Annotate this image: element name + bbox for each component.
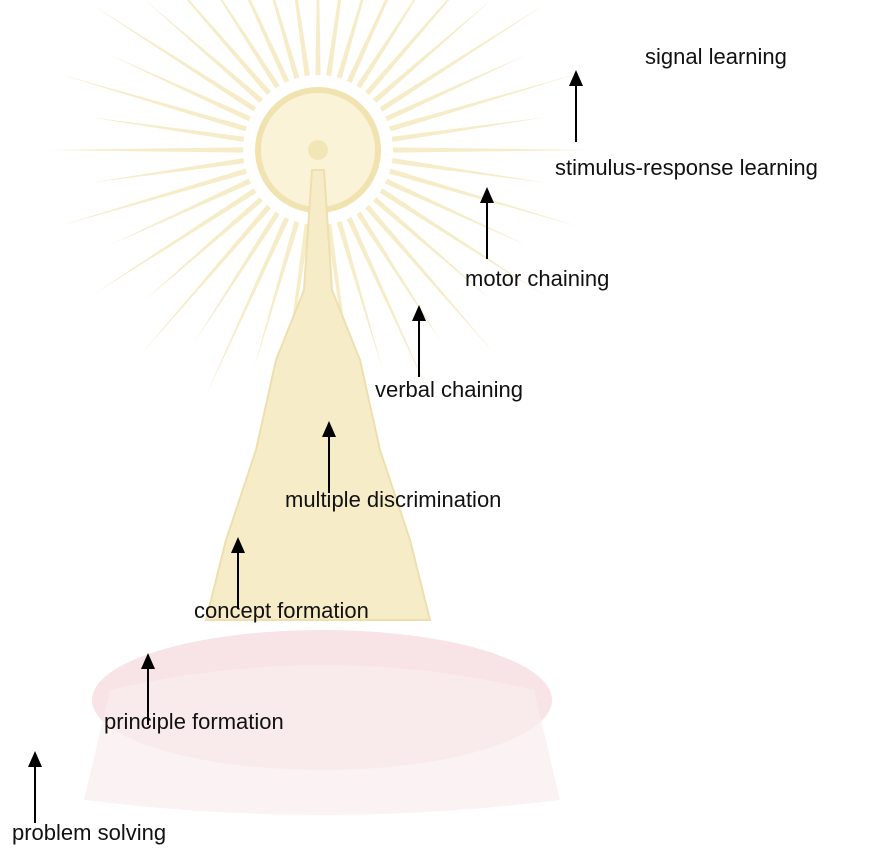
level-verbal-chaining: verbal chaining	[375, 377, 523, 402]
seal-base	[84, 665, 560, 815]
seal-orb	[308, 140, 328, 160]
seal-ray	[186, 0, 271, 96]
seal-ray	[392, 147, 588, 153]
seal-ray	[391, 158, 546, 183]
seal-ray	[193, 211, 280, 344]
seal-ray	[108, 54, 251, 122]
arrow-up-icon	[141, 653, 155, 725]
seal-ray	[346, 217, 431, 396]
seal-ray	[48, 147, 244, 153]
seal-ray	[294, 0, 310, 77]
seal-ray	[90, 158, 245, 183]
seal-ray	[58, 168, 247, 227]
seal-ray	[58, 73, 247, 132]
seal-ray	[389, 73, 578, 132]
seal-ray	[385, 178, 528, 246]
level-problem-solving: problem solving	[12, 820, 167, 845]
seal-ray	[379, 188, 546, 296]
seal-ray	[141, 204, 271, 355]
seal-ray	[144, 197, 264, 301]
seal-spire	[204, 169, 432, 621]
arrow-up-icon	[480, 187, 494, 259]
seal-ray	[385, 54, 528, 122]
seal-ray	[90, 4, 257, 112]
seal-ray	[372, 0, 492, 103]
arrow-up-icon	[412, 305, 426, 377]
arrow-up-icon	[569, 70, 583, 142]
seal-ray	[372, 197, 492, 301]
seal-ray	[336, 221, 383, 371]
arrow-up-icon	[231, 537, 245, 609]
seal-ray	[365, 0, 450, 96]
seal-ray	[205, 217, 290, 396]
level-motor-chaining: motor chaining	[465, 266, 610, 291]
seal-ray	[379, 4, 546, 112]
seal-ray	[272, 0, 300, 79]
seal-ray	[315, 0, 321, 76]
seal-ray	[253, 221, 300, 371]
seal-ray	[144, 0, 264, 103]
seal-rays	[48, 0, 588, 418]
seal-ray	[90, 188, 257, 296]
seal-ray	[391, 117, 546, 142]
seal-ray	[365, 204, 495, 355]
seal-ray	[90, 117, 245, 142]
seal-ray	[220, 0, 280, 89]
level-signal-learning: signal learning	[645, 44, 787, 69]
seal-ray	[326, 0, 342, 77]
level-multiple-discrimination: multiple discrimination	[285, 487, 502, 512]
seal-ray	[356, 0, 416, 89]
seal-ray	[336, 0, 364, 79]
level-stimulus-response-learning: stimulus-response learning	[555, 155, 818, 180]
level-principle-formation: principle formation	[104, 709, 284, 734]
arrow-up-icon	[28, 751, 42, 823]
seal-ray	[247, 0, 290, 83]
level-concept-formation: concept formation	[194, 598, 369, 623]
arrow-up-icon	[322, 421, 336, 493]
seal-ray	[108, 178, 251, 246]
seal-ray	[346, 0, 389, 83]
